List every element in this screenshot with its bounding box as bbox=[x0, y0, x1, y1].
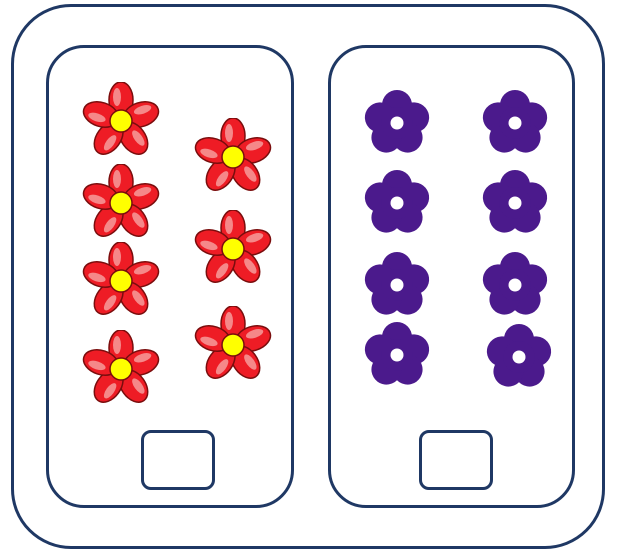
purple-flower-icon bbox=[358, 84, 436, 162]
red-flower-icon bbox=[82, 330, 160, 408]
red-flower-icon bbox=[194, 306, 272, 384]
left-answer-box[interactable] bbox=[141, 430, 215, 490]
purple-flower-icon bbox=[476, 84, 554, 162]
red-flower-icon bbox=[82, 242, 160, 320]
red-flower-icon bbox=[194, 118, 272, 196]
right-answer-box[interactable] bbox=[419, 430, 493, 490]
purple-flower-icon bbox=[480, 318, 558, 396]
purple-flower-icon bbox=[476, 246, 554, 324]
red-flower-icon bbox=[194, 210, 272, 288]
red-flower-icon bbox=[82, 82, 160, 160]
purple-flower-icon bbox=[358, 164, 436, 242]
red-flower-icon bbox=[82, 164, 160, 242]
purple-flower-icon bbox=[358, 316, 436, 394]
purple-flower-icon bbox=[358, 246, 436, 324]
purple-flower-icon bbox=[476, 164, 554, 242]
